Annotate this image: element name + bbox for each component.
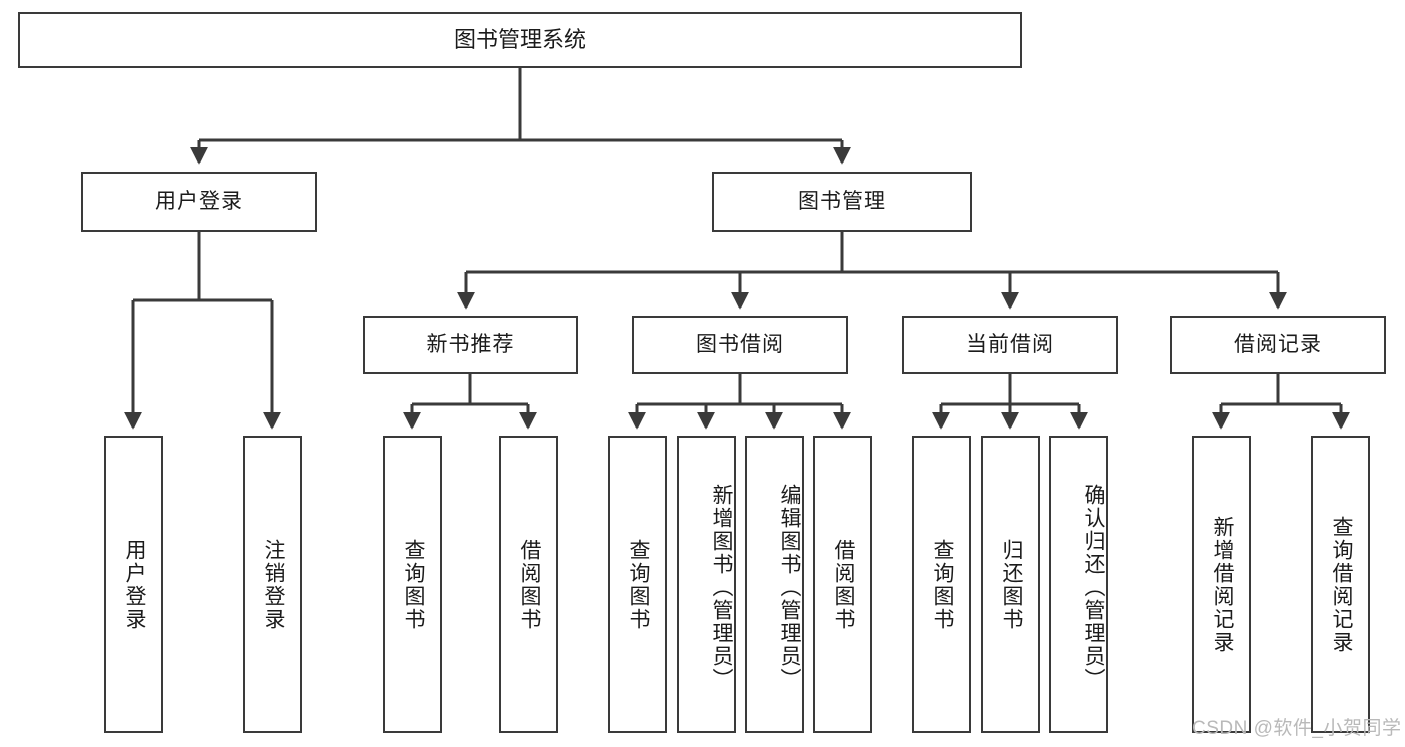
node-root-system[interactable]: 图书管理系统 — [18, 12, 1022, 68]
node-label: 查询图书 — [626, 538, 650, 631]
node-label: 借阅图书 — [517, 538, 541, 631]
node-label: 借阅图书 — [831, 538, 855, 631]
node-label: 用户登录 — [122, 538, 146, 631]
node-label: 注销登录 — [261, 538, 285, 631]
leaf-query-book-borrow[interactable]: 查询图书 — [608, 436, 667, 733]
leaf-borrow-book[interactable]: 借阅图书 — [813, 436, 872, 733]
node-user-login[interactable]: 用户登录 — [81, 172, 317, 232]
leaf-add-borrow-record[interactable]: 新增借阅记录 — [1192, 436, 1251, 733]
node-label: 新书推荐 — [426, 332, 515, 356]
leaf-borrow-book-recommend[interactable]: 借阅图书 — [499, 436, 558, 733]
leaf-query-book-current[interactable]: 查询图书 — [912, 436, 971, 733]
node-label: 确认归还（管理员） — [1082, 484, 1105, 691]
node-label: 新增图书（管理员） — [710, 484, 733, 691]
leaf-confirm-return-admin[interactable]: 确认归还（管理员） — [1049, 436, 1108, 733]
leaf-logout[interactable]: 注销登录 — [243, 436, 302, 733]
node-borrow-records[interactable]: 借阅记录 — [1170, 316, 1386, 374]
node-label: 新增借阅记录 — [1210, 515, 1234, 654]
leaf-add-book-admin[interactable]: 新增图书（管理员） — [677, 436, 736, 733]
node-new-book-recommend[interactable]: 新书推荐 — [363, 316, 578, 374]
leaf-return-book[interactable]: 归还图书 — [981, 436, 1040, 733]
leaf-edit-book-admin[interactable]: 编辑图书（管理员） — [745, 436, 804, 733]
leaf-query-book-recommend[interactable]: 查询图书 — [383, 436, 442, 733]
node-label: 编辑图书（管理员） — [778, 484, 801, 691]
node-current-borrow[interactable]: 当前借阅 — [902, 316, 1118, 374]
node-label: 查询图书 — [401, 538, 425, 631]
node-label: 归还图书 — [999, 538, 1023, 631]
node-book-management[interactable]: 图书管理 — [712, 172, 972, 232]
node-label: 当前借阅 — [966, 332, 1054, 356]
node-label: 借阅记录 — [1234, 332, 1322, 356]
leaf-user-login[interactable]: 用户登录 — [104, 436, 163, 733]
node-label: 图书管理系统 — [453, 26, 586, 52]
leaf-query-borrow-record[interactable]: 查询借阅记录 — [1311, 436, 1370, 733]
node-label: 用户登录 — [155, 189, 243, 213]
csdn-watermark: CSDN @软件_小贺同学 — [1192, 718, 1402, 739]
node-book-borrow[interactable]: 图书借阅 — [632, 316, 848, 374]
node-label: 图书管理 — [798, 189, 886, 213]
node-label: 查询图书 — [930, 538, 954, 631]
node-label: 图书借阅 — [696, 332, 784, 356]
node-label: 查询借阅记录 — [1329, 515, 1353, 654]
